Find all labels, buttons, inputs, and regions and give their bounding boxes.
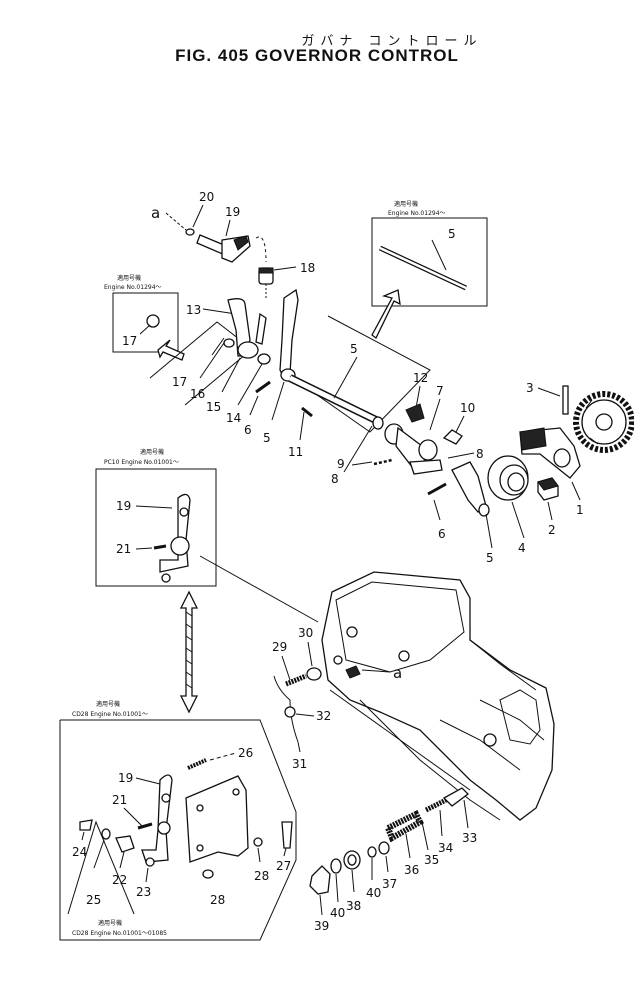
part-5-long-lever: [279, 288, 299, 382]
callout-37: 37: [382, 877, 397, 891]
part-10-bolt: [442, 429, 463, 445]
callout-17: 17: [172, 375, 187, 389]
callout-36: 36: [404, 863, 419, 877]
callout-2: 2: [548, 523, 556, 537]
figure-title-japanese: ガバナ コントロール: [301, 34, 483, 49]
callout-34: 34: [438, 841, 453, 855]
callout-1: 1: [576, 503, 584, 517]
callout-16: 16: [190, 387, 205, 401]
inset-box-engine-01294: 適用号機 Engine No.01294～ 5: [371, 200, 488, 307]
inset-box-part-17: 適用号機 Engine No.01294～ 17: [104, 274, 185, 361]
svg-text:Engine No.01294～: Engine No.01294～: [104, 284, 162, 291]
part-12-clip: [405, 403, 425, 423]
part-3-pin: [562, 385, 569, 415]
svg-text:適用号機: 適用号機: [140, 448, 164, 456]
callout-23: 23: [136, 885, 151, 899]
part-13-lever: [227, 298, 267, 359]
callout-25: 25: [86, 893, 101, 907]
inset-box-pc10: 適用号機 PC10 Engine No.01001～ 19 21: [95, 448, 217, 587]
stopper-assembly: [309, 787, 469, 895]
part-19-lever-shaft: [196, 234, 251, 263]
callout-19: 19: [225, 205, 240, 219]
callout-28: 28: [254, 869, 269, 883]
part-7-lever: [384, 423, 443, 475]
callout-5: 5: [350, 342, 358, 356]
part-4-sleeve: [487, 455, 529, 501]
callout-30: 30: [298, 626, 313, 640]
inset-box-cd28: 適用号機 CD28 Engine No.01001～ 適用号機 CD28 Eng…: [59, 700, 297, 941]
callout-5: 5: [263, 431, 271, 445]
callout-11: 11: [288, 445, 303, 459]
svg-text:PC10 Engine No.01001～: PC10 Engine No.01001～: [104, 459, 179, 466]
callout-17: 17: [122, 334, 137, 348]
callout-32: 32: [316, 709, 331, 723]
callout-8: 8: [331, 472, 339, 486]
callout-10: 10: [460, 401, 475, 415]
callout-4: 4: [518, 541, 526, 555]
callout-3: 3: [526, 381, 534, 395]
callout-13: 13: [186, 303, 201, 317]
part-5-short-lever: [451, 461, 490, 517]
svg-text:CD28 Engine No.01001～01085: CD28 Engine No.01001～01085: [72, 930, 167, 937]
outline-bracket: [149, 321, 253, 406]
callout-31: 31: [292, 757, 307, 771]
callout-6: 6: [438, 527, 446, 541]
callout-6: 6: [244, 423, 252, 437]
callout-38: 38: [346, 899, 361, 913]
governor-housing: [321, 571, 555, 821]
callout-21: 21: [116, 542, 131, 556]
callout-39: 39: [314, 919, 329, 933]
callout-35: 35: [424, 853, 439, 867]
callout-29: 29: [272, 640, 287, 654]
pointer-arrow: [371, 289, 401, 339]
svg-text:CD28 Engine No.01001～: CD28 Engine No.01001～: [72, 711, 148, 718]
callout-20: 20: [199, 190, 214, 204]
callout-22: 22: [112, 873, 127, 887]
part-20-circlip: [185, 228, 195, 236]
callout-14: 14: [226, 411, 241, 425]
callout-21: 21: [112, 793, 127, 807]
callout-7: 7: [436, 384, 444, 398]
part-18-spring: [258, 267, 274, 300]
shaft-outline: [289, 315, 431, 433]
double-arrow: [179, 590, 199, 714]
callout-5: 5: [448, 227, 456, 241]
callout-28: 28: [210, 893, 225, 907]
callout-15: 15: [206, 400, 221, 414]
part-1-weight: [519, 427, 581, 479]
inset-label-engine: Engine No.01294～: [388, 210, 446, 217]
callout-40: 40: [366, 886, 381, 900]
callout-5: 5: [486, 551, 494, 565]
callout-27: 27: [276, 859, 291, 873]
callout-40: 40: [330, 906, 345, 920]
callout-19: 19: [116, 499, 131, 513]
inset-label-jp: 適用号機: [394, 200, 418, 208]
svg-text:適用号機: 適用号機: [98, 919, 122, 927]
part-2-block: [537, 477, 559, 501]
callout-24: 24: [72, 845, 87, 859]
ref-a-housing: a: [393, 664, 402, 682]
svg-text:適用号機: 適用号機: [96, 700, 120, 708]
svg-text:適用号機: 適用号機: [117, 274, 141, 282]
callout-19: 19: [118, 771, 133, 785]
ref-a: a: [151, 204, 160, 222]
governor-gear: [573, 391, 634, 453]
callout-33: 33: [462, 831, 477, 845]
callout-8: 8: [476, 447, 484, 461]
figure-title: FIG. 405 GOVERNOR CONTROL: [175, 46, 459, 65]
callout-18: 18: [300, 261, 315, 275]
callout-26: 26: [238, 746, 253, 760]
callout-12: 12: [413, 371, 428, 385]
callout-9: 9: [337, 457, 345, 471]
